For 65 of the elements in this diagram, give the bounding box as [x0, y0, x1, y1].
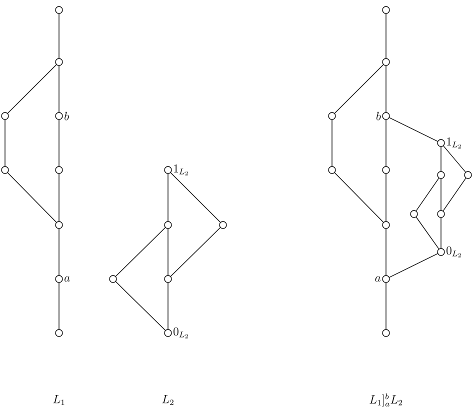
lattice-point	[437, 139, 445, 147]
lattice-point	[382, 329, 390, 337]
lattice-edge	[115, 281, 166, 331]
lattice-edge	[170, 227, 221, 277]
lattice-point	[382, 221, 390, 229]
lattice-edge	[58, 228, 60, 276]
lattice-point	[164, 221, 172, 229]
lattice-point	[55, 112, 63, 120]
lattice-point	[1, 166, 9, 174]
lattice-point	[328, 112, 336, 120]
lattice-edge	[389, 117, 438, 142]
lattice-edge	[7, 172, 57, 223]
lattice-point	[55, 6, 63, 14]
lattice-point	[382, 58, 390, 66]
lattice-edge	[58, 66, 60, 112]
point-label: $1_{L_2}$	[174, 164, 188, 176]
lattice-point	[55, 166, 63, 174]
lattice-edge	[389, 253, 438, 278]
point-label: $b$	[376, 112, 381, 120]
lattice-point	[164, 275, 172, 283]
lattice-edge	[58, 282, 60, 330]
lattice-edge	[440, 146, 442, 172]
lattice-point	[164, 166, 172, 174]
lattice-edge	[7, 64, 57, 114]
lattice-point	[55, 58, 63, 66]
point-label: $0_{L_2}$	[174, 327, 188, 338]
lattice-point	[382, 6, 390, 14]
lattice-point	[328, 166, 336, 174]
lattice-point	[55, 329, 63, 337]
lattice-point	[437, 171, 445, 179]
lattice-edge	[416, 216, 440, 250]
lattice-edge	[443, 146, 466, 172]
lattice-point	[219, 221, 227, 229]
lattice-point	[437, 248, 445, 256]
lattice-caption: $L_1$	[53, 395, 64, 405]
point-label: $0_{L_2}$	[446, 246, 461, 258]
lattice-point	[410, 210, 418, 218]
lattice-edge	[334, 172, 384, 223]
lattice-point	[55, 275, 63, 283]
point-label: $a$	[64, 276, 70, 282]
lattice-point	[382, 112, 390, 120]
point-label: $b$	[64, 112, 69, 120]
lattice-edge	[58, 14, 60, 58]
lattice-point	[55, 221, 63, 229]
lattice-edge	[115, 227, 166, 277]
lattice-point	[164, 329, 172, 337]
lattice-caption: $L_2$	[162, 395, 174, 405]
lattice-caption: $L_1]^b_a L_2$	[370, 394, 402, 406]
lattice-edge	[334, 64, 384, 114]
point-label: $a$	[375, 276, 381, 282]
lattice-edge	[58, 174, 60, 222]
lattice-point	[109, 275, 117, 283]
lattice-point	[382, 166, 390, 174]
lattice-edge	[440, 178, 442, 210]
lattice-edge	[416, 178, 440, 212]
lattice-edge	[170, 172, 221, 223]
lattice-point	[464, 171, 472, 179]
lattice-edge	[442, 178, 466, 212]
lattice-edge	[58, 120, 60, 166]
lattice-point	[1, 112, 9, 120]
lattice-point	[382, 275, 390, 283]
lattice-edge	[4, 120, 6, 166]
lattice-point	[437, 210, 445, 218]
point-label: $1_{L_2}$	[447, 137, 461, 148]
lattice-edge	[440, 218, 442, 248]
